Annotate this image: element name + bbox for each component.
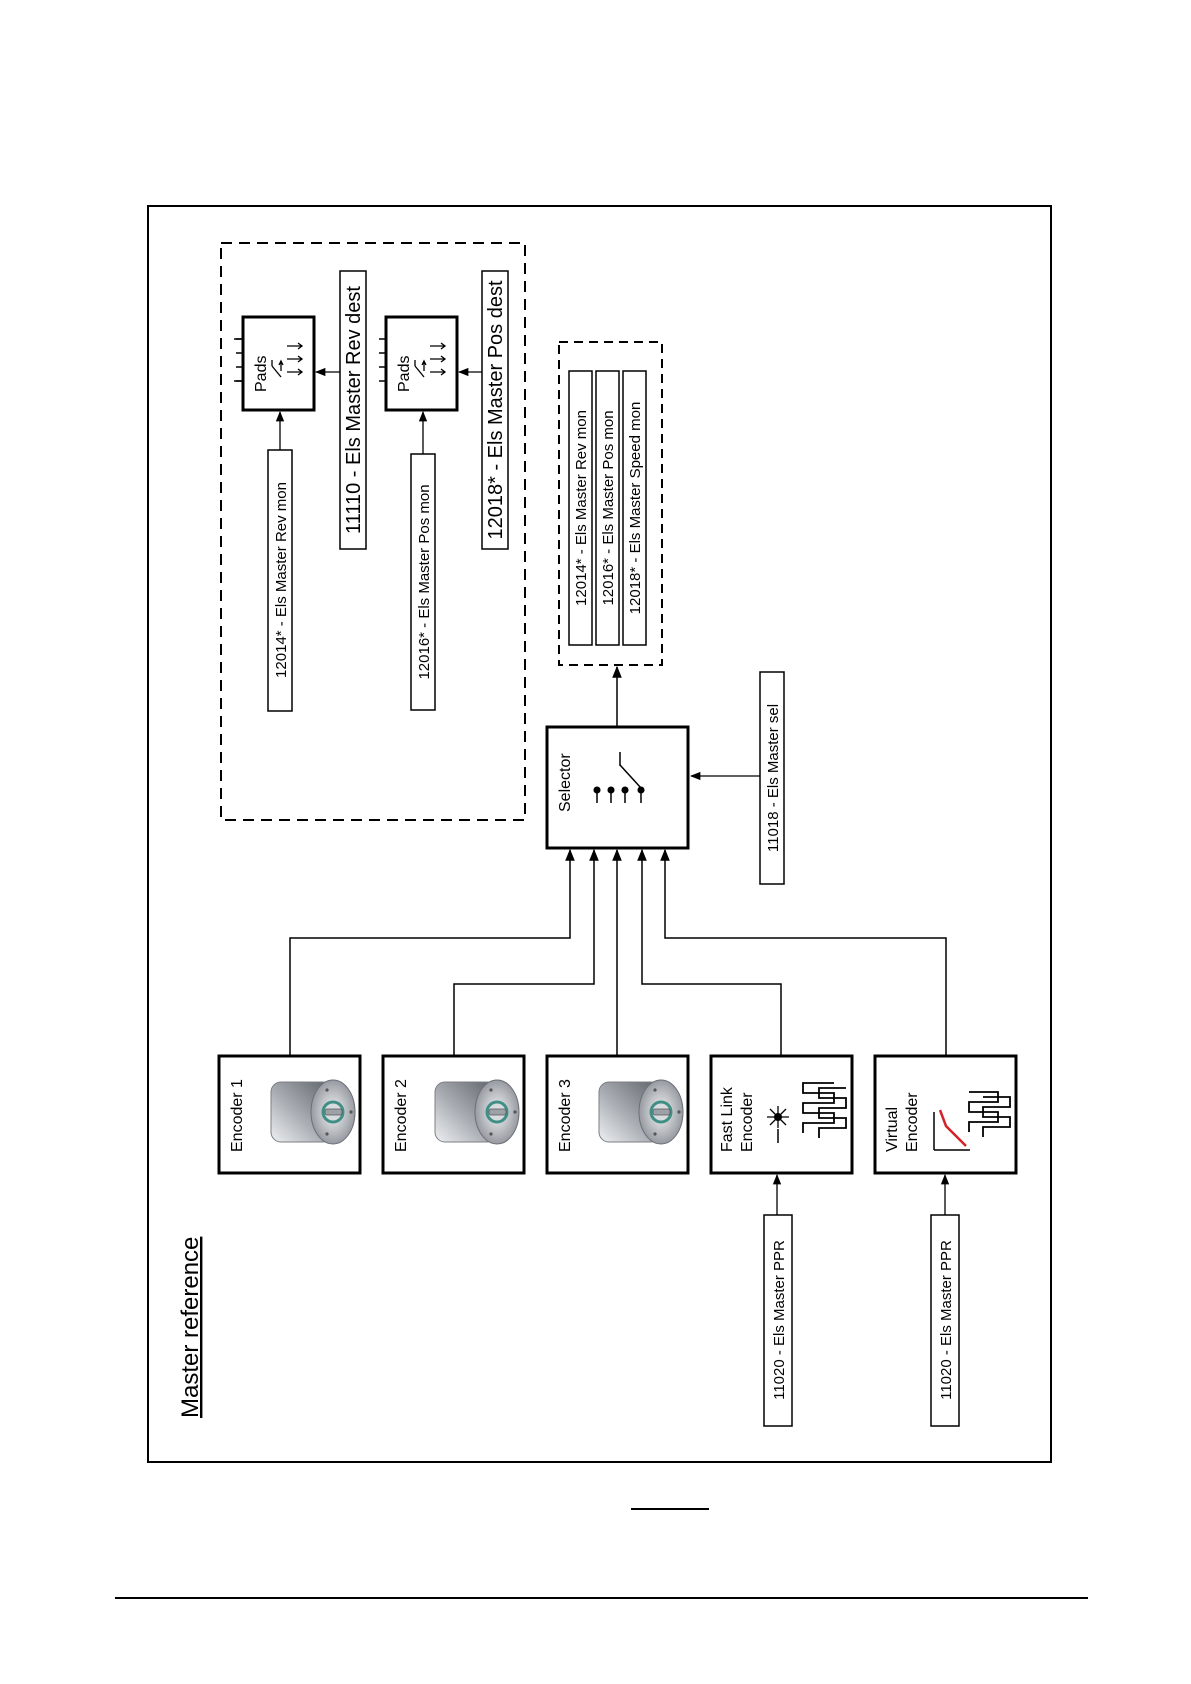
svg-text:12016* - Els Master Pos mon: 12016* - Els Master Pos mon bbox=[600, 410, 617, 605]
page-number-mark bbox=[631, 1508, 709, 1510]
pads-2-label: Pads bbox=[396, 356, 413, 392]
encoder-1-box: Encoder 1 bbox=[217, 1054, 362, 1175]
selector-param: 11018 - Els Master sel bbox=[689, 671, 785, 885]
diagram-frame bbox=[147, 205, 1052, 1463]
svg-text:12018* - Els Master Speed mon: 12018* - Els Master Speed mon bbox=[627, 402, 644, 615]
footer-rule bbox=[115, 1597, 1088, 1599]
monitor-pos bbox=[595, 370, 620, 646]
monitor-rev bbox=[568, 370, 593, 646]
encoder-photo bbox=[597, 1078, 685, 1146]
svg-text:11110 - Els Master Rev dest: 11110 - Els Master Rev dest bbox=[343, 286, 365, 534]
encoder-2-box: Encoder 2 bbox=[381, 1054, 526, 1175]
svg-text:12018* - Els Master Pos dest: 12018* - Els Master Pos dest bbox=[485, 280, 507, 539]
svg-text:11020 - Els Master PPR: 11020 - Els Master PPR bbox=[938, 1240, 955, 1400]
svg-text:12014* - Els Master Rev mon: 12014* - Els Master Rev mon bbox=[273, 482, 290, 678]
virtual-encoder-box: Virtual Encoder bbox=[873, 1054, 1018, 1175]
ramp-icon bbox=[933, 1109, 970, 1151]
encoder-3-box: Encoder 3 bbox=[545, 1054, 690, 1175]
monitor-speed bbox=[622, 370, 647, 646]
pads-switch-icon bbox=[414, 342, 447, 378]
laser-icon bbox=[767, 1106, 789, 1143]
svg-text:11020 - Els Master PPR: 11020 - Els Master PPR bbox=[771, 1240, 788, 1400]
pads-1-dest bbox=[339, 270, 367, 550]
ppr-param-virtual: 11020 - Els Master PPR bbox=[930, 1173, 960, 1427]
encoder-photo bbox=[433, 1078, 521, 1146]
selector-switch-icon bbox=[593, 752, 645, 803]
pads-group: Pads 12014* - Els Master Rev mon 11110 -… bbox=[220, 242, 526, 821]
selector-block: Selector bbox=[545, 725, 690, 850]
pulse-train-icon bbox=[802, 1082, 847, 1138]
fast-link-encoder-label-2: Encoder bbox=[739, 1092, 756, 1152]
svg-text:12014* - Els Master Rev mon: 12014* - Els Master Rev mon bbox=[573, 410, 590, 606]
pads-2-dest bbox=[481, 270, 509, 550]
diagram-title: Master reference bbox=[177, 1237, 204, 1418]
monitor-group: 12014* - Els Master Rev mon 12016* - Els… bbox=[558, 341, 663, 666]
fast-link-encoder-label-1: Fast Link bbox=[719, 1086, 736, 1152]
selector-label: Selector bbox=[557, 753, 574, 812]
virtual-encoder-label-1: Virtual bbox=[884, 1107, 901, 1152]
pads-2-block bbox=[384, 315, 459, 412]
encoder-connectors bbox=[289, 848, 947, 1056]
svg-text:12016* - Els Master Pos mon: 12016* - Els Master Pos mon bbox=[416, 484, 433, 679]
pulse-train-icon bbox=[968, 1091, 1011, 1137]
fast-link-encoder-box: Fast Link Encoder bbox=[709, 1054, 854, 1175]
pads-1-block bbox=[241, 315, 316, 412]
encoder-2-label: Encoder 2 bbox=[393, 1079, 410, 1152]
pads-2-input bbox=[410, 453, 436, 711]
encoder-3-label: Encoder 3 bbox=[557, 1079, 574, 1152]
svg-text:11018 - Els Master sel: 11018 - Els Master sel bbox=[765, 704, 782, 852]
encoder-photo bbox=[269, 1078, 357, 1146]
ppr-param-fast-link: 11020 - Els Master PPR bbox=[763, 1173, 793, 1427]
pads-1-label: Pads bbox=[253, 356, 270, 392]
virtual-encoder-label-2: Encoder bbox=[904, 1092, 921, 1152]
encoder-1-label: Encoder 1 bbox=[229, 1079, 246, 1152]
pads-1-input bbox=[267, 449, 293, 712]
pads-switch-icon bbox=[271, 342, 304, 378]
